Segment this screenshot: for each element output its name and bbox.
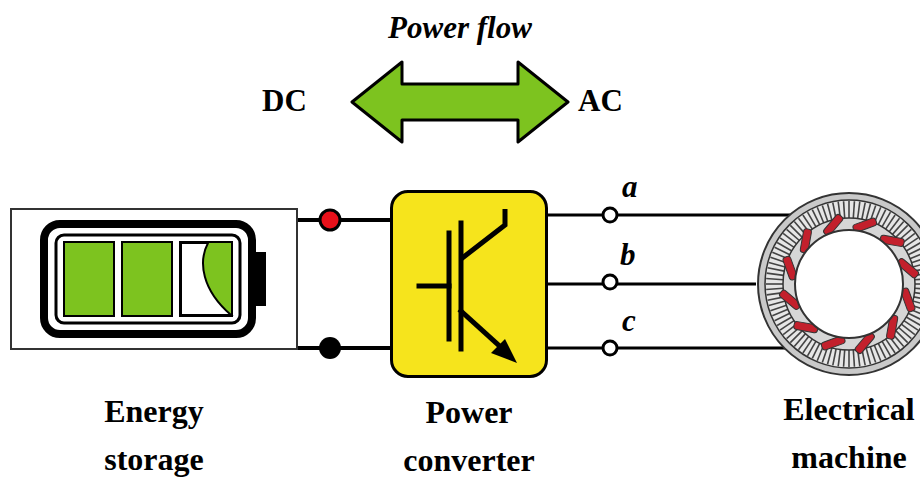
- phase-label: a: [622, 170, 638, 204]
- phase-c-wire: [546, 347, 790, 350]
- bus-label: AC: [578, 84, 623, 118]
- phase-label: c: [622, 304, 636, 338]
- wire: [548, 283, 756, 286]
- power-flow-arrow: [352, 62, 568, 142]
- node-label: Energy storage: [64, 387, 244, 483]
- positive-terminal: [320, 210, 340, 230]
- diagram-title: Power flow: [0, 10, 920, 46]
- machine-circle: Electrical machine: [756, 191, 920, 377]
- phase-terminal: [603, 341, 617, 355]
- phase-a-wire: [546, 214, 790, 217]
- igbt-symbol: [393, 193, 545, 375]
- node-label: Power converter: [379, 388, 559, 484]
- phase-terminal: [603, 208, 617, 222]
- negative-terminal: [319, 337, 341, 359]
- converter-box: Power converter: [390, 190, 548, 378]
- phase-label: b: [620, 238, 636, 272]
- phase-terminal: [603, 275, 617, 289]
- node-label: Electrical machine: [759, 385, 920, 481]
- battery-icon: [12, 210, 296, 348]
- dc-negative-wire: [298, 346, 392, 350]
- wire: [298, 218, 390, 222]
- machine-drawing: [756, 191, 920, 377]
- bus-label: DC: [262, 84, 307, 118]
- storage-box: Energy storage: [10, 208, 298, 350]
